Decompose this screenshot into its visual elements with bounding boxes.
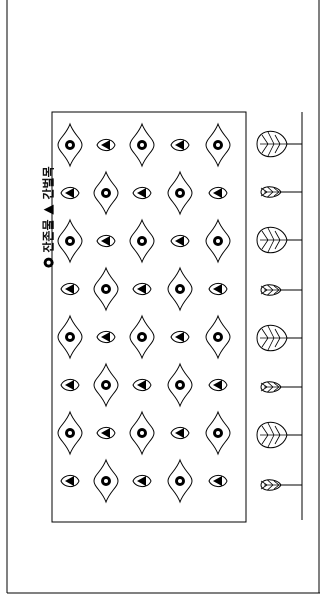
triangle-eye-icon	[209, 283, 227, 294]
triangle-eye-icon	[209, 475, 227, 486]
grid-symbols	[58, 124, 230, 502]
triangle-eye-icon	[209, 379, 227, 390]
circle-eye-icon	[206, 220, 230, 262]
circle-eye-icon	[130, 124, 154, 166]
circle-eye-icon	[130, 220, 154, 262]
circle-eye-icon	[168, 460, 192, 502]
circle-eye-icon	[58, 412, 82, 454]
circle-eye-icon	[206, 124, 230, 166]
triangle-eye-icon	[133, 187, 151, 198]
circle-eye-icon	[206, 316, 230, 358]
circle-eye-icon	[206, 412, 230, 454]
triangle-eye-icon	[171, 139, 189, 150]
circle-eye-icon	[94, 172, 118, 214]
plot-boundary-box	[52, 112, 246, 522]
legend: 잔존물 간벌목	[40, 122, 56, 312]
triangle-eye-icon	[133, 379, 151, 390]
triangle-eye-icon	[97, 331, 115, 342]
circle-eye-icon	[94, 268, 118, 310]
triangle-eye-icon	[171, 427, 189, 438]
small-tree-icon	[261, 187, 302, 198]
legend-triangle-icon	[42, 203, 54, 215]
circle-eye-icon	[94, 460, 118, 502]
tree-symbols	[257, 131, 302, 490]
triangle-eye-icon	[61, 283, 79, 294]
triangle-eye-icon	[171, 235, 189, 246]
circle-eye-icon	[58, 124, 82, 166]
circle-eye-icon	[168, 172, 192, 214]
circle-eye-icon	[58, 220, 82, 262]
legend-triangle-label: 간벌목	[40, 166, 57, 199]
large-tree-icon	[257, 422, 302, 448]
small-tree-icon	[261, 382, 302, 393]
triangle-eye-icon	[97, 235, 115, 246]
triangle-eye-icon	[61, 379, 79, 390]
triangle-eye-icon	[209, 187, 227, 198]
triangle-eye-icon	[61, 187, 79, 198]
triangle-eye-icon	[97, 139, 115, 150]
triangle-eye-icon	[133, 283, 151, 294]
small-tree-icon	[261, 480, 302, 491]
triangle-eye-icon	[97, 427, 115, 438]
circle-eye-icon	[168, 268, 192, 310]
circle-eye-icon	[130, 412, 154, 454]
legend-circle-icon	[42, 256, 54, 268]
circle-eye-icon	[58, 316, 82, 358]
large-tree-icon	[257, 325, 302, 351]
small-tree-icon	[261, 285, 302, 296]
triangle-eye-icon	[61, 475, 79, 486]
circle-eye-icon	[168, 364, 192, 406]
large-tree-icon	[257, 227, 302, 253]
triangle-eye-icon	[133, 475, 151, 486]
circle-eye-icon	[130, 316, 154, 358]
large-tree-icon	[257, 131, 302, 157]
legend-circle-label: 잔존물	[40, 219, 57, 252]
circle-eye-icon	[94, 364, 118, 406]
triangle-eye-icon	[171, 331, 189, 342]
